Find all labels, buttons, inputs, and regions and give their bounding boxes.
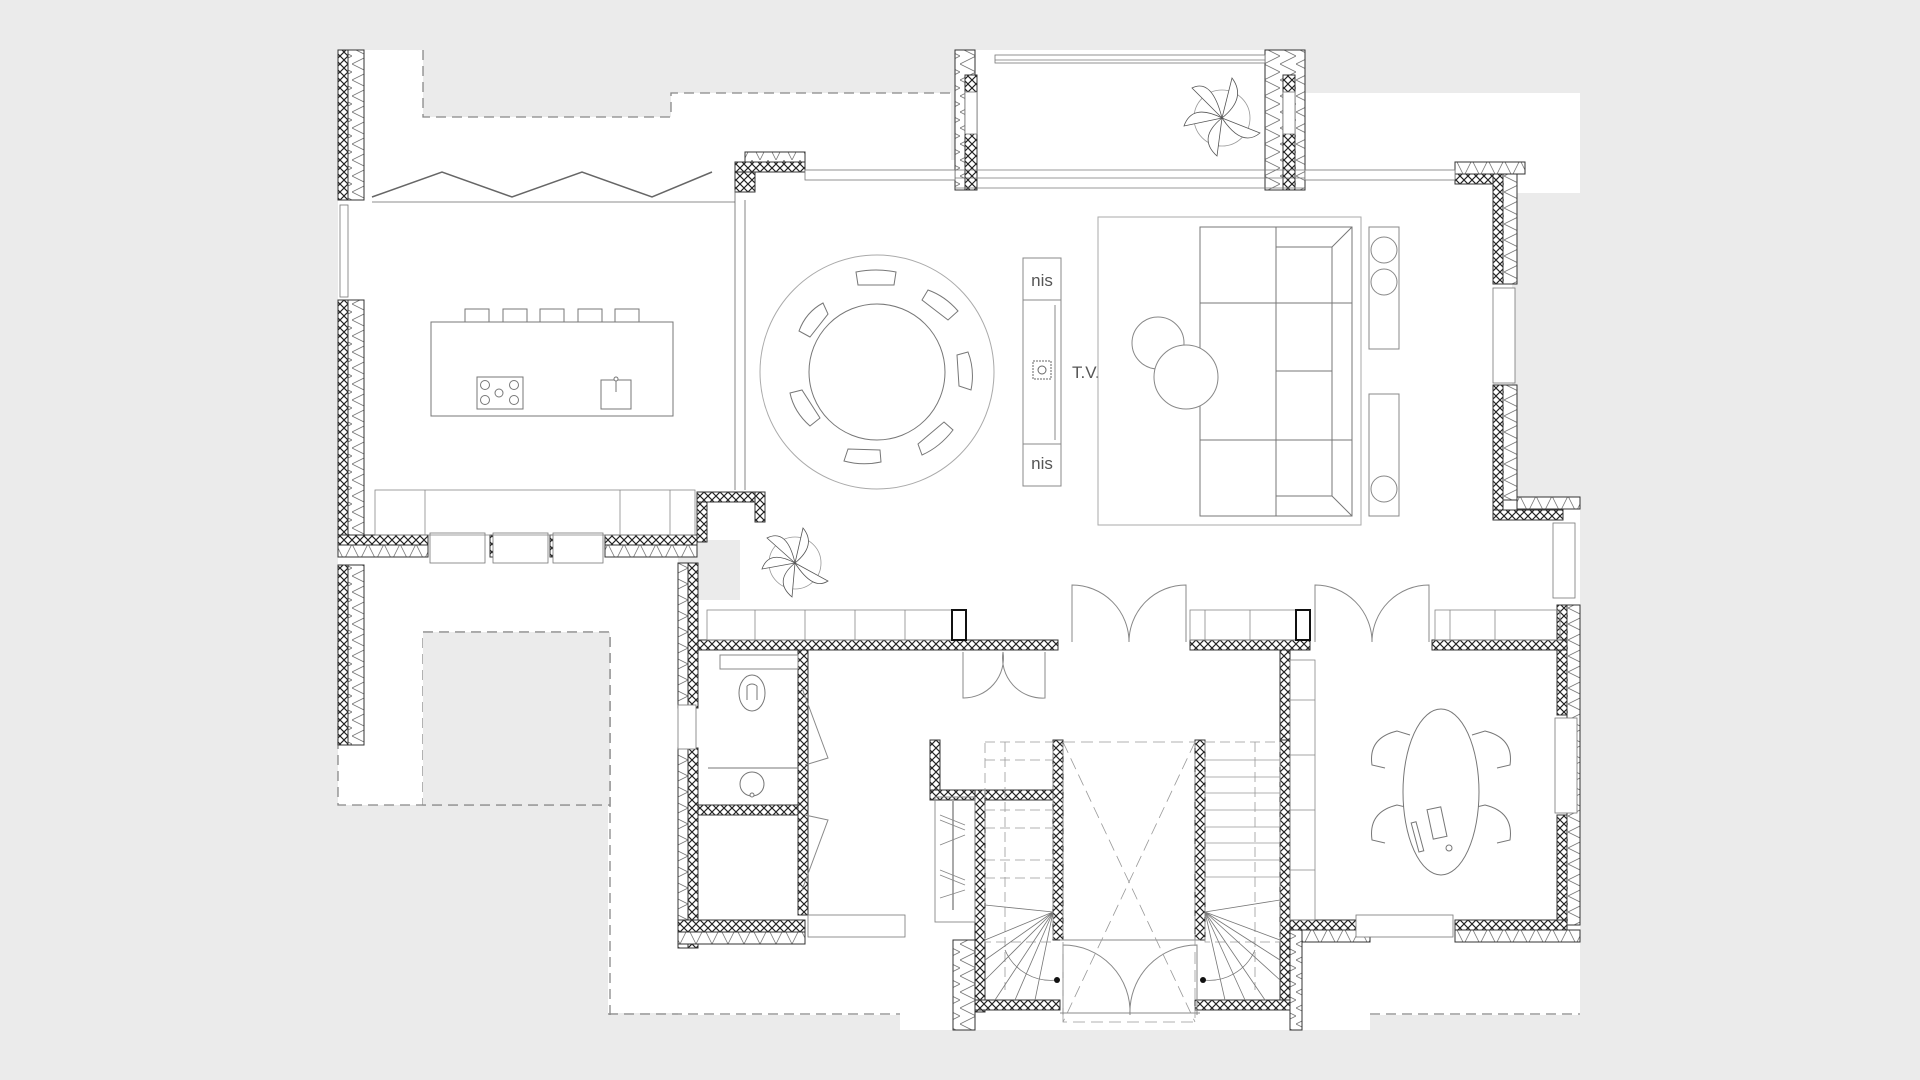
washbasin-icon [708, 767, 798, 798]
tv-icon [1032, 360, 1052, 380]
side-tables [1368, 226, 1400, 517]
dining-table-group [759, 254, 995, 490]
plant-icon [761, 527, 829, 598]
dining-table [808, 303, 946, 441]
niche-label-top: nis [1031, 271, 1053, 290]
built-in-cabinets [706, 609, 1561, 641]
round-rug [759, 254, 995, 490]
void-outline [1062, 741, 1196, 1023]
living-rug [1097, 216, 1362, 526]
coat-rack [934, 796, 976, 923]
plant-icon [1183, 77, 1261, 157]
kitchen-counter [374, 489, 696, 536]
cooktop-icon [476, 376, 524, 410]
kitchen-island [430, 308, 674, 417]
sink-icon [600, 376, 632, 410]
bifold-door [371, 171, 746, 490]
staircase-left [984, 741, 1060, 1001]
doors [801, 584, 1430, 1016]
toilet-icon [719, 654, 799, 712]
staircase-right [1200, 741, 1281, 1001]
hall-cabinet [1289, 659, 1316, 921]
office-table-group [1371, 708, 1511, 876]
windows [339, 54, 1578, 938]
dining-chairs [789, 269, 973, 465]
tv-label: T.V. [1072, 363, 1100, 382]
laptop-icon [1410, 806, 1453, 853]
tv-cabinet [1022, 257, 1062, 487]
walls [337, 49, 1581, 1031]
oval-table [1402, 708, 1480, 876]
coffee-tables [1131, 316, 1219, 410]
sofa-u [1199, 226, 1353, 517]
niche-label-bottom: nis [1031, 454, 1053, 473]
